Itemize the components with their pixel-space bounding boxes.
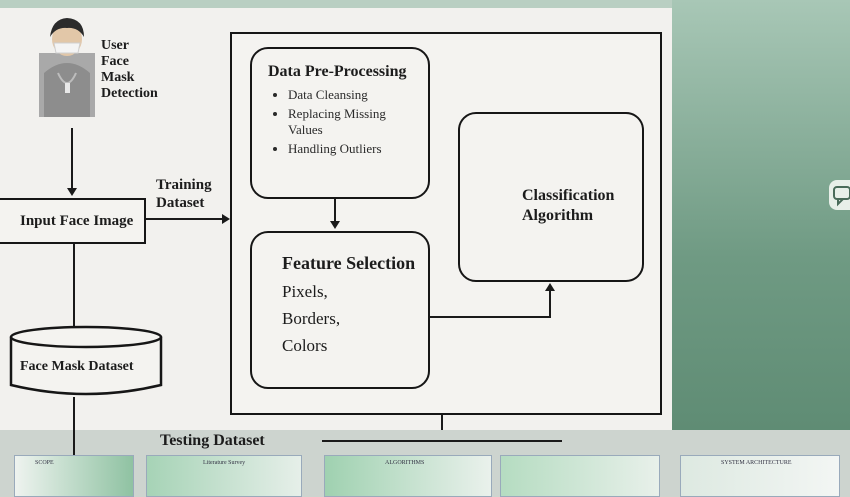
connector-main-testing <box>441 415 443 433</box>
preprocessing-list: Data Cleansing Replacing Missing Values … <box>268 87 418 157</box>
feature-selection-title: Feature Selection <box>282 253 416 273</box>
training-dataset-line: Dataset <box>156 195 205 211</box>
connector-preproc-feature <box>334 199 336 221</box>
thumbnail-slide[interactable]: SCOPE <box>14 455 134 497</box>
user-label-line: Detection <box>101 86 158 101</box>
classification-line: Algorithm <box>522 207 594 224</box>
list-item: Handling Outliers <box>288 141 418 157</box>
testing-dataset-label: Testing Dataset <box>160 432 265 449</box>
user-label-line: Face <box>101 54 129 69</box>
testing-box-edge <box>322 440 562 442</box>
list-item: Pixels, <box>282 282 328 301</box>
thumbnail-title: ALGORITHMS <box>385 460 425 466</box>
list-item: Data Cleansing <box>288 87 418 103</box>
thumbnail-title <box>501 456 659 460</box>
thumbnail-title: SCOPE <box>35 460 54 466</box>
list-item: Colors <box>282 336 328 355</box>
connector-feature-classification <box>549 290 551 318</box>
database-icon <box>9 325 163 396</box>
list-item: Borders, <box>282 309 341 328</box>
classification-label: Classification Algorithm <box>522 186 614 226</box>
connector-user-input <box>71 128 73 188</box>
thumbnail-title: SYSTEM ARCHITECTURE <box>721 460 792 466</box>
feature-selection-box: Feature Selection Pixels, Borders, Color… <box>250 231 430 389</box>
classification-box: Classification Algorithm <box>458 112 644 282</box>
input-face-image-label: Input Face Image <box>20 212 134 229</box>
comment-icon <box>833 186 850 207</box>
input-face-image-box: Input Face Image <box>0 198 146 244</box>
connector-input-main <box>146 218 222 220</box>
training-dataset-line: Training <box>156 177 212 193</box>
classification-line: Classification <box>522 187 615 204</box>
thumbnail-slide[interactable]: Literature Survey <box>146 455 302 497</box>
list-item: Replacing Missing Values <box>288 106 418 138</box>
connector-input-dataset <box>73 244 75 330</box>
chat-icon[interactable] <box>829 180 850 210</box>
user-figure-icon <box>39 18 95 117</box>
user-label-line: Mask <box>101 70 135 85</box>
thumbnail-title: Literature Survey <box>203 460 246 466</box>
arrowhead <box>67 188 77 196</box>
face-mask-dataset-cylinder: Face Mask Dataset <box>8 325 164 397</box>
preprocessing-box: Data Pre-Processing Data Cleansing Repla… <box>250 47 430 199</box>
background-strip <box>672 0 850 430</box>
connector-feature-classification <box>430 316 550 318</box>
user-avatar-icon <box>38 13 96 117</box>
user-label-line: User <box>101 38 129 53</box>
preprocessing-title: Data Pre-Processing <box>268 63 407 80</box>
arrowhead <box>222 214 230 224</box>
top-strip <box>0 0 672 8</box>
feature-selection-list: Pixels, Borders, Colors <box>282 278 418 359</box>
thumbnail-slide[interactable] <box>500 455 660 497</box>
thumbnail-slide[interactable]: SYSTEM ARCHITECTURE <box>680 455 840 497</box>
user-label: User Face Mask Detection <box>101 38 158 102</box>
face-mask-dataset-label: Face Mask Dataset <box>20 359 134 374</box>
arrowhead <box>545 283 555 291</box>
thumbnail-slide[interactable]: ALGORITHMS <box>324 455 492 497</box>
arrowhead <box>330 221 340 229</box>
training-dataset-label: Training Dataset <box>156 176 212 212</box>
